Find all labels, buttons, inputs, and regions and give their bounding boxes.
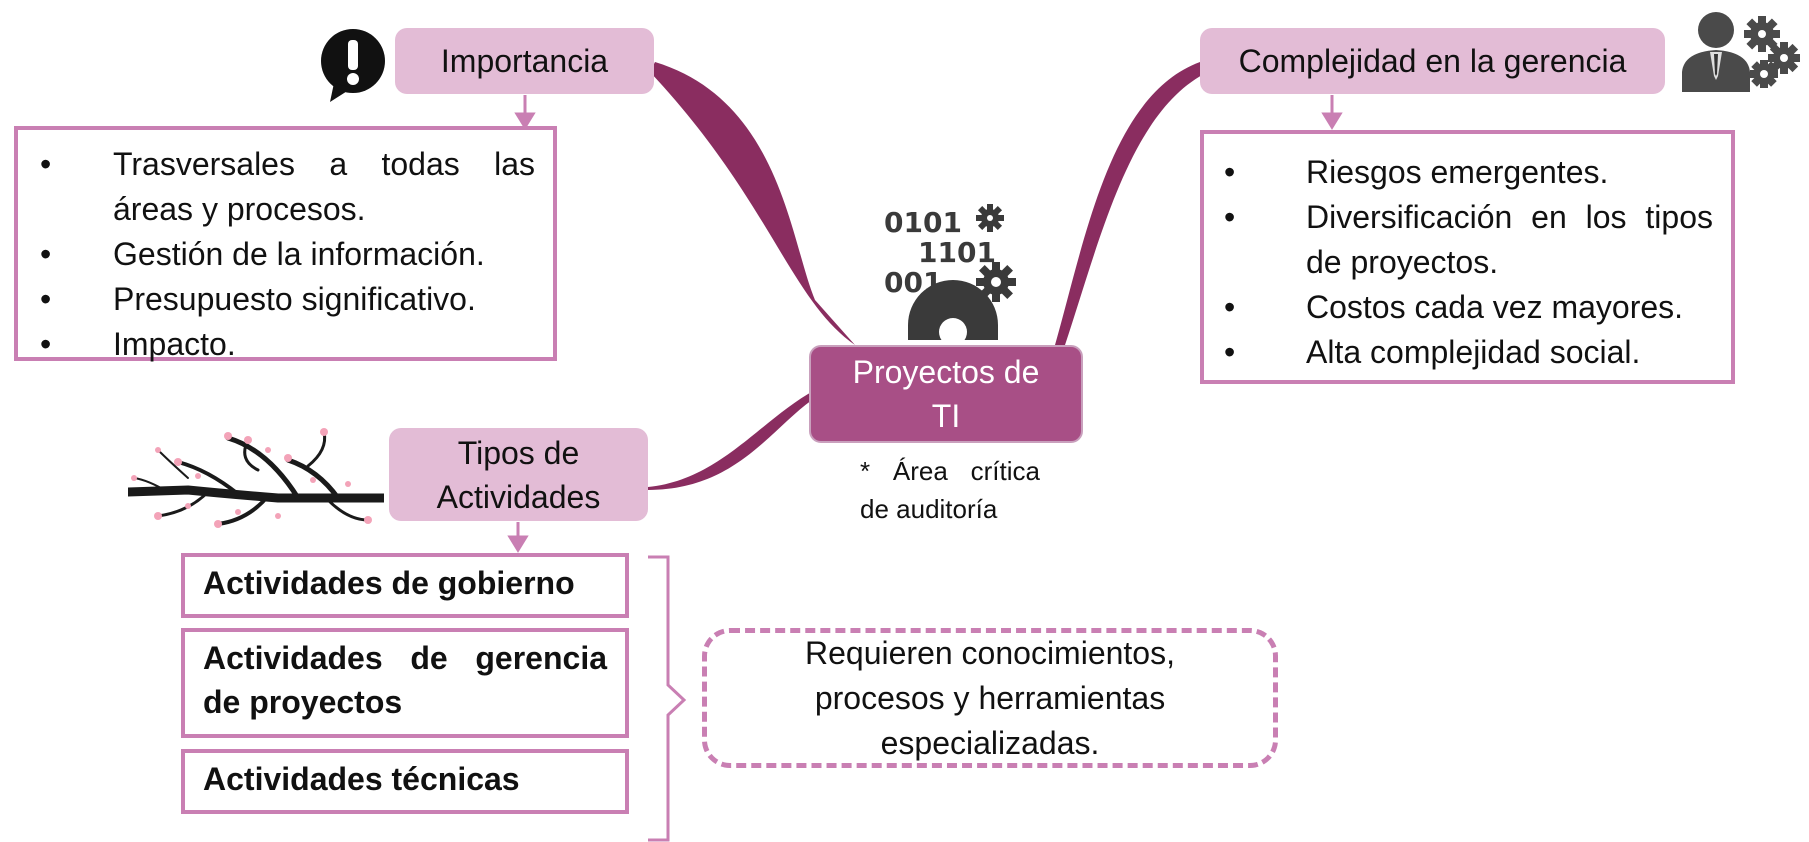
activity-box-technical: Actividades técnicas [181, 749, 629, 814]
complexity-list: • Riesgos emergentes. • Diversificación … [1224, 150, 1713, 375]
svg-text:1101: 1101 [918, 236, 996, 269]
topic-importance: Importancia [395, 28, 654, 94]
arrow-importance [514, 95, 536, 130]
topic-complexity: Complejidad en la gerencia [1200, 28, 1665, 94]
arrow-complexity [1321, 95, 1343, 130]
activities-bracket [648, 555, 687, 842]
critical-area-note: * Área crítica de auditoría [860, 456, 1040, 524]
list-item: • Gestión de la información. [40, 236, 485, 272]
alert-speech-bubble-icon [320, 28, 386, 104]
central-topic-label: Proyectos de TI [852, 354, 1040, 434]
list-item: • Trasversales a todas las áreas y proce… [40, 146, 535, 227]
importance-list: • Trasversales a todas las áreas y proce… [40, 142, 535, 367]
importance-list-box: • Trasversales a todas las áreas y proce… [14, 126, 557, 362]
list-item: • Impacto. [40, 326, 236, 362]
branch-complexity [1055, 62, 1208, 345]
branch-activity-types [648, 390, 815, 490]
central-topic: Proyectos de TI [809, 345, 1083, 443]
list-item: • Riesgos emergentes. [1224, 154, 1609, 190]
list-item: • Costos cada vez mayores. [1224, 289, 1684, 325]
topic-activity-types: Tipos de Actividades [389, 428, 648, 521]
activity-box-governance: Actividades de gobierno [181, 553, 629, 618]
tree-branch-icon [123, 420, 389, 530]
list-item: • Alta complejidad social. [1224, 334, 1641, 370]
complexity-list-box: • Riesgos emergentes. • Diversificación … [1200, 130, 1735, 384]
branch-importance [650, 62, 855, 345]
list-item: • Diversificación en los tipos de proyec… [1224, 199, 1713, 280]
arrow-activity-types [507, 522, 529, 553]
svg-text:0101: 0101 [884, 206, 962, 239]
requirements-callout: Requieren conocimientos, procesos y herr… [702, 628, 1278, 768]
activity-box-project-management: Actividades de gerencia de proyectos [181, 628, 629, 738]
binary-gears-icon: 0101 1101 001 [878, 200, 1028, 346]
businessman-gears-icon [1680, 6, 1800, 92]
list-item: • Presupuesto significativo. [40, 281, 476, 317]
